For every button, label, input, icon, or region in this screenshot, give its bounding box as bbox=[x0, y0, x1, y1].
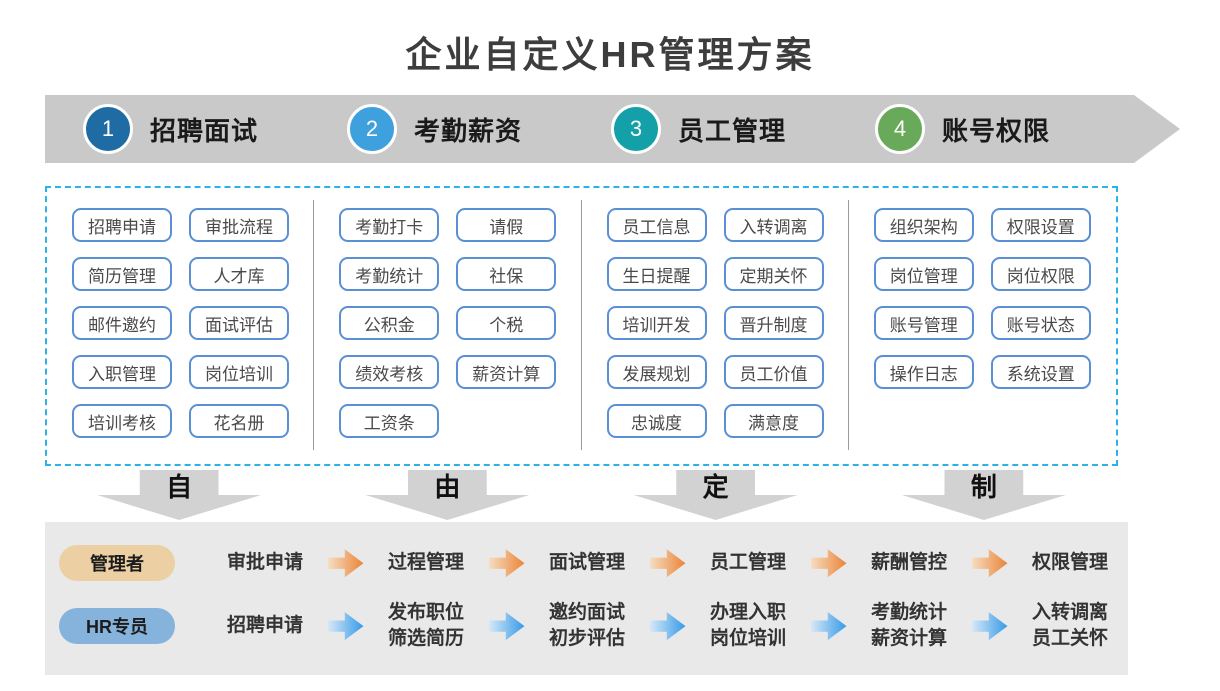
module-column-account: 组织架构权限设置岗位管理岗位权限账号管理账号状态操作日志系统设置 bbox=[849, 188, 1116, 464]
connector-arrows: 自 由 定 制 bbox=[45, 470, 1118, 520]
flow-step: 过程管理 bbox=[387, 552, 464, 574]
module-tag: 权限设置 bbox=[990, 208, 1091, 242]
module-tag: 晋升制度 bbox=[723, 306, 824, 340]
right-arrow-icon bbox=[971, 612, 1008, 641]
down-arrow-icon: 定 bbox=[633, 470, 798, 520]
module-tag: 面试评估 bbox=[189, 306, 289, 340]
module-tag: 公积金 bbox=[339, 306, 440, 340]
right-arrow-icon bbox=[810, 612, 847, 641]
flow-step: 考勤统计 薪资计算 bbox=[870, 602, 947, 650]
module-tag: 工资条 bbox=[339, 404, 440, 438]
module-tag: 入职管理 bbox=[72, 355, 172, 389]
down-arrow-icon: 由 bbox=[365, 470, 530, 520]
module-column-employee: 员工信息入转调离生日提醒定期关怀培训开发晋升制度发展规划员工价值忠诚度满意度 bbox=[582, 188, 850, 464]
module-tag: 培训开发 bbox=[606, 306, 707, 340]
module-tag: 忠诚度 bbox=[606, 404, 707, 438]
module-tag: 账号状态 bbox=[990, 306, 1091, 340]
module-tag: 邮件邀约 bbox=[72, 306, 172, 340]
right-arrow-icon bbox=[971, 549, 1008, 578]
module-tag: 个税 bbox=[456, 306, 557, 340]
module-tag: 账号管理 bbox=[873, 306, 974, 340]
flow-step: 面试管理 bbox=[548, 552, 625, 574]
module-tag: 培训考核 bbox=[72, 404, 172, 438]
modules-panel: 招聘申请审批流程简历管理人才库邮件邀约面试评估入职管理岗位培训培训考核花名册 考… bbox=[45, 186, 1118, 466]
stage-item-2: 2 考勤薪资 bbox=[347, 104, 611, 154]
module-tag: 岗位管理 bbox=[873, 257, 974, 291]
module-tag: 考勤打卡 bbox=[339, 208, 440, 242]
module-tag: 组织架构 bbox=[873, 208, 974, 242]
down-arrow-icon: 自 bbox=[97, 470, 262, 520]
right-arrow-icon bbox=[649, 612, 686, 641]
module-tag: 发展规划 bbox=[606, 355, 707, 389]
flow-step: 招聘申请 bbox=[226, 615, 303, 637]
stage-item-4: 4 账号权限 bbox=[875, 104, 1139, 154]
connector-cell: 自 bbox=[45, 470, 313, 520]
module-tag: 绩效考核 bbox=[339, 355, 440, 389]
right-arrow-icon bbox=[327, 612, 364, 641]
module-tag: 满意度 bbox=[723, 404, 824, 438]
page-title: 企业自定义HR管理方案 bbox=[405, 34, 815, 75]
connector-cell: 定 bbox=[582, 470, 850, 520]
right-arrow-icon bbox=[327, 549, 364, 578]
flow-step: 权限管理 bbox=[1031, 552, 1108, 574]
module-tag: 系统设置 bbox=[990, 355, 1091, 389]
stage-number-badge: 1 bbox=[83, 104, 133, 154]
module-tag: 花名册 bbox=[189, 404, 289, 438]
flow-step: 办理入职 岗位培训 bbox=[709, 602, 786, 650]
stage-label: 账号权限 bbox=[942, 115, 1051, 146]
stage-item-3: 3 员工管理 bbox=[611, 104, 875, 154]
flow-step: 入转调离 员工关怀 bbox=[1031, 602, 1108, 650]
stage-number-badge: 3 bbox=[611, 104, 661, 154]
flow-step: 审批申请 bbox=[226, 552, 303, 574]
module-tag: 岗位培训 bbox=[189, 355, 289, 389]
right-arrow-icon bbox=[810, 549, 847, 578]
stage-number-badge: 4 bbox=[875, 104, 925, 154]
right-arrow-icon bbox=[649, 549, 686, 578]
stage-item-1: 1 招聘面试 bbox=[83, 104, 347, 154]
module-tag: 岗位权限 bbox=[990, 257, 1091, 291]
flow-step: 发布职位 筛选简历 bbox=[387, 602, 464, 650]
connector-cell: 由 bbox=[313, 470, 581, 520]
down-arrow-icon: 制 bbox=[901, 470, 1066, 520]
connector-char: 自 bbox=[166, 472, 193, 502]
stage-banner: 1 招聘面试 2 考勤薪资 3 员工管理 4 账号权限 bbox=[45, 95, 1180, 163]
module-column-attendance: 考勤打卡请假考勤统计社保公积金个税绩效考核薪资计算工资条 bbox=[314, 188, 582, 464]
connector-char: 定 bbox=[702, 472, 729, 502]
flow-step: 薪酬管控 bbox=[870, 552, 947, 574]
module-tag: 人才库 bbox=[189, 257, 289, 291]
module-tag: 员工信息 bbox=[606, 208, 707, 242]
module-tag: 简历管理 bbox=[72, 257, 172, 291]
stage-number-badge: 2 bbox=[347, 104, 397, 154]
module-tag: 社保 bbox=[456, 257, 557, 291]
module-tag: 定期关怀 bbox=[723, 257, 824, 291]
module-column-recruit: 招聘申请审批流程简历管理人才库邮件邀约面试评估入职管理岗位培训培训考核花名册 bbox=[47, 188, 315, 464]
stage-label: 员工管理 bbox=[678, 115, 787, 146]
connector-cell: 制 bbox=[850, 470, 1118, 520]
module-tag: 薪资计算 bbox=[456, 355, 557, 389]
module-tag: 审批流程 bbox=[189, 208, 289, 242]
role-pill-hr: HR专员 bbox=[59, 608, 175, 645]
stage-label: 考勤薪资 bbox=[414, 115, 523, 146]
flow-row-manager: 管理者 审批申请 过程管理 面试管理 员工管理 薪酬管控 权限管理 bbox=[59, 545, 1128, 582]
connector-char: 由 bbox=[434, 472, 461, 502]
flow-step: 邀约面试 初步评估 bbox=[548, 602, 625, 650]
right-arrow-icon bbox=[488, 549, 525, 578]
module-tag: 入转调离 bbox=[723, 208, 824, 242]
role-pill-manager: 管理者 bbox=[59, 545, 175, 582]
module-tag: 考勤统计 bbox=[339, 257, 440, 291]
stage-label: 招聘面试 bbox=[150, 115, 259, 146]
module-tag: 生日提醒 bbox=[606, 257, 707, 291]
flow-panel: 管理者 审批申请 过程管理 面试管理 员工管理 薪酬管控 权限管理 HR专员 招聘申请 发布… bbox=[45, 522, 1128, 675]
module-tag: 请假 bbox=[456, 208, 557, 242]
connector-char: 制 bbox=[970, 472, 997, 502]
right-arrow-icon bbox=[488, 612, 525, 641]
flow-step: 员工管理 bbox=[709, 552, 786, 574]
module-tag: 员工价值 bbox=[723, 355, 824, 389]
module-tag: 招聘申请 bbox=[72, 208, 172, 242]
module-tag: 操作日志 bbox=[873, 355, 974, 389]
flow-row-hr: HR专员 招聘申请 发布职位 筛选简历 邀约面试 初步评估 办理入职 岗位培训 考勤统计… bbox=[59, 600, 1128, 651]
